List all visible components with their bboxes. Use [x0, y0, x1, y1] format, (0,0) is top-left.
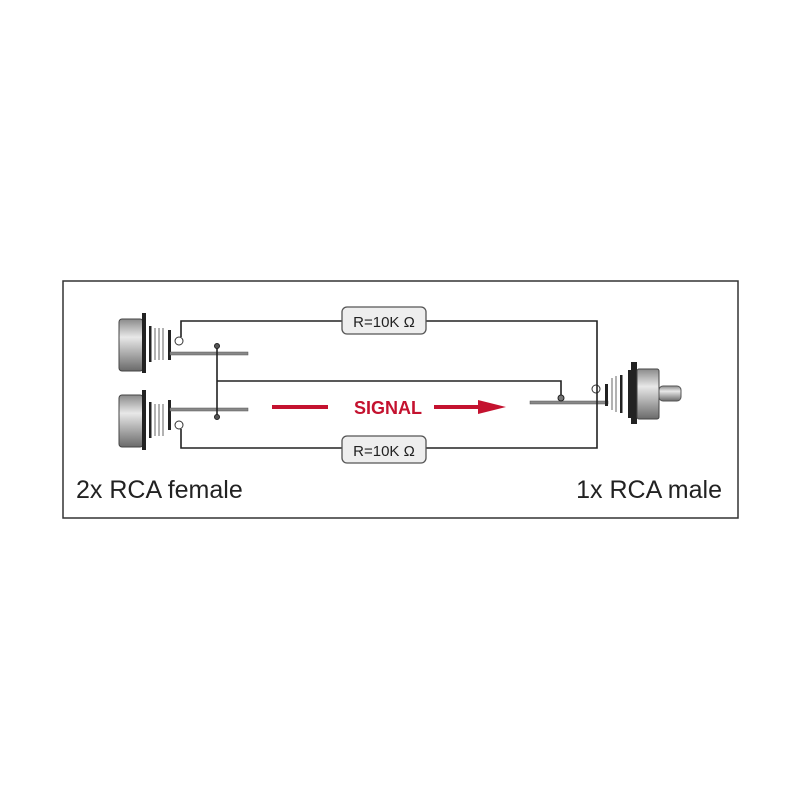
signal-label: SIGNAL [354, 398, 422, 418]
wires [180, 320, 598, 449]
left-label: 2x RCA female [76, 476, 243, 504]
resistor-top-label: R=10K Ω [353, 314, 415, 331]
right-label: 1x RCA male [576, 476, 722, 504]
resistor-bottom-label: R=10K Ω [353, 443, 415, 460]
rca-female-connector-bottom [118, 390, 249, 450]
signal-arrow-icon [434, 400, 506, 414]
resistor-bottom [341, 435, 427, 464]
rca-male-connector [529, 362, 682, 424]
rca-female-connector-top [118, 313, 249, 373]
resistor-top [341, 306, 427, 335]
